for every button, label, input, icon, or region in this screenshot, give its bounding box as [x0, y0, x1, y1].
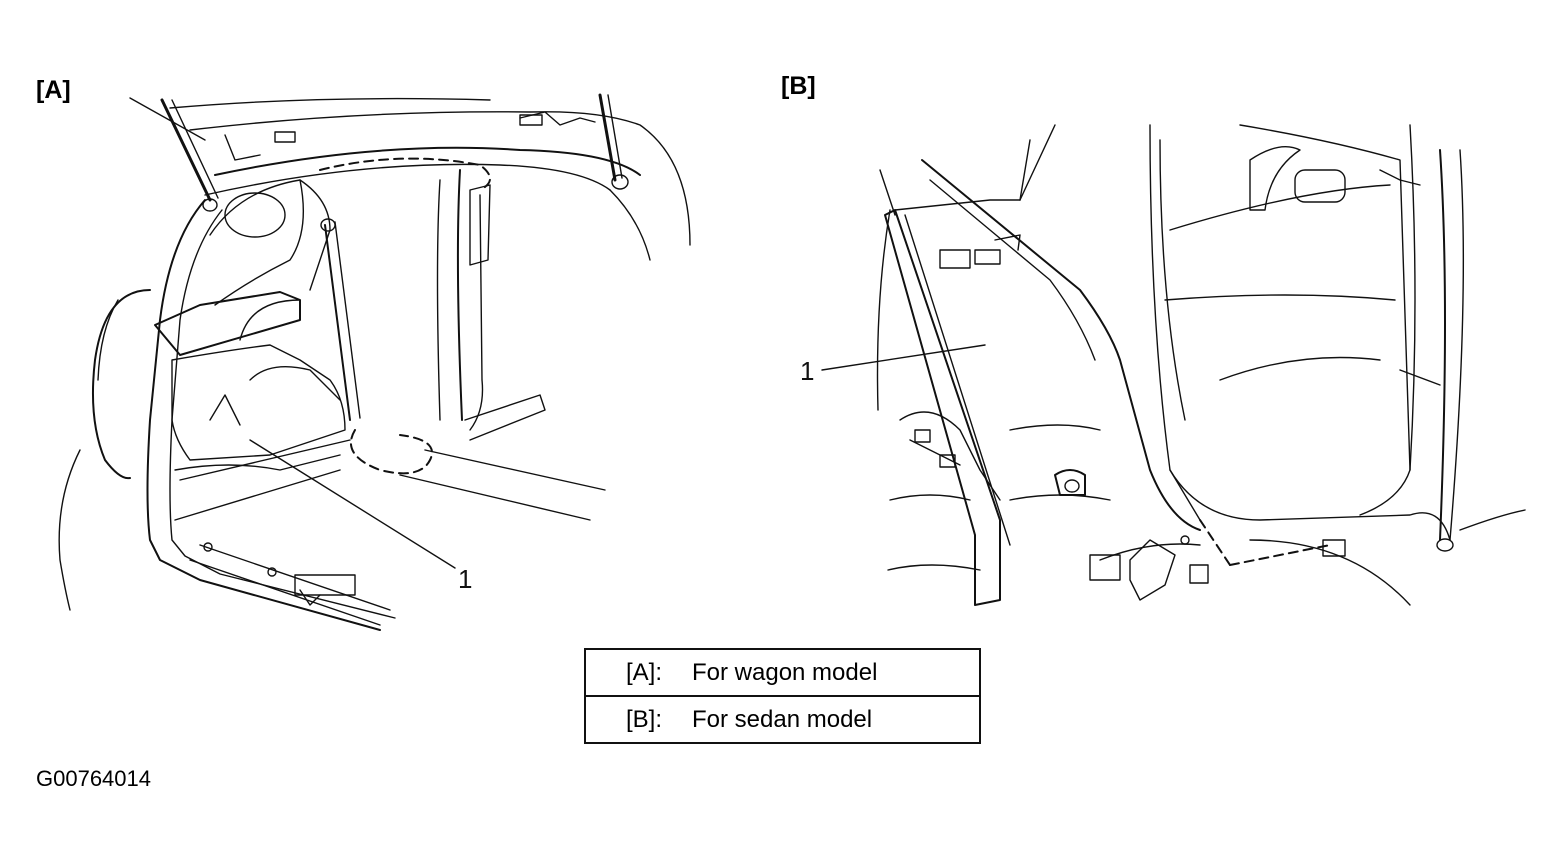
wagon-view-drawing: 1 [58, 93, 691, 631]
legend-row-wagon: [A]: For wagon model [586, 650, 979, 695]
sedan-part-1-callout: 1 [800, 356, 814, 386]
legend-table: [A]: For wagon model [B]: For sedan mode… [584, 648, 981, 744]
legend-text: For sedan model [692, 705, 873, 733]
wagon-part-1-callout: 1 [458, 564, 472, 594]
view-b-label: [B] [781, 72, 816, 100]
legend-key: [A]: [626, 658, 663, 686]
view-a-label: [A] [36, 76, 71, 104]
figure-code: G00764014 [36, 766, 151, 791]
legend-key: [B]: [626, 705, 663, 733]
legend-text: For wagon model [692, 658, 878, 686]
legend-row-sedan: [B]: For sedan model [586, 695, 979, 742]
sedan-view-drawing: 1 [800, 124, 1526, 606]
